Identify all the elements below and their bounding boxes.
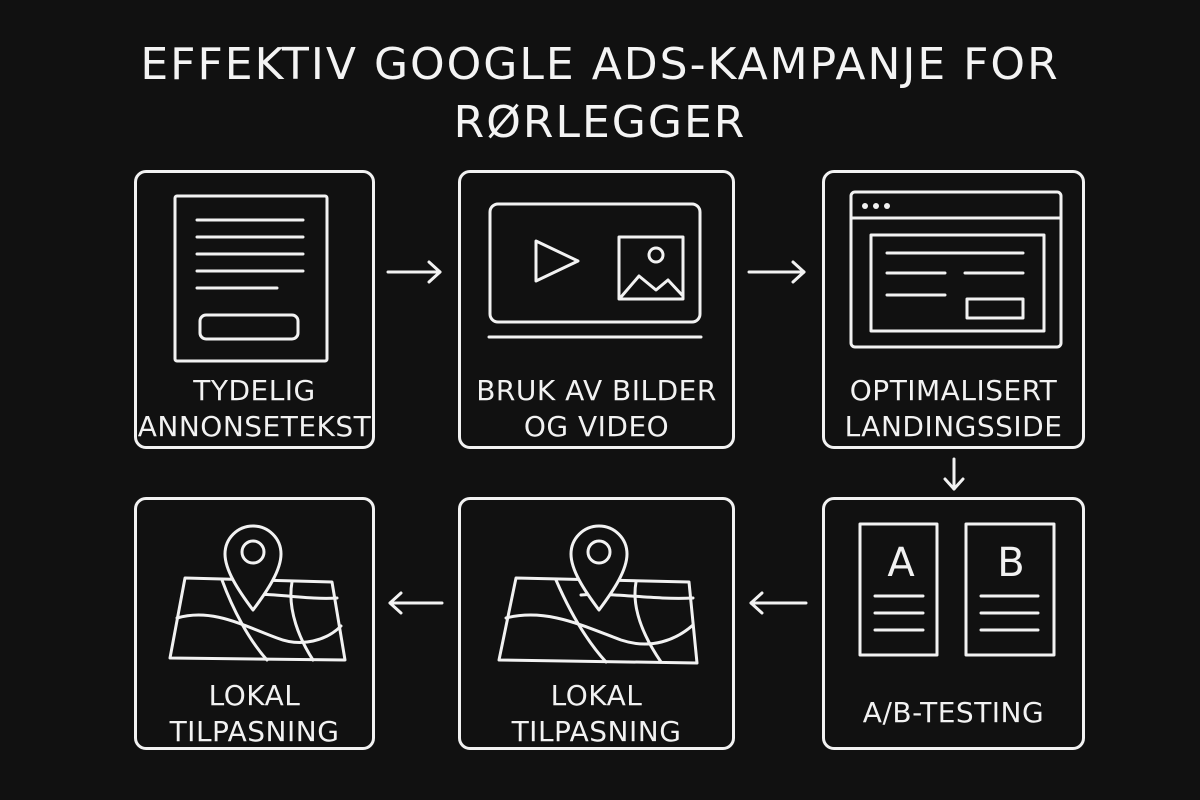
step-label: OPTIMALISERT LANDINGSSIDE (844, 374, 1063, 443)
step-card-ad-text: TYDELIG ANNONSETEKST (134, 170, 375, 449)
step-label: LOKAL TILPASNING (169, 679, 340, 748)
video-image-media-icon (487, 202, 703, 339)
step-card-local-middle: LOKAL TILPASNING (458, 497, 735, 750)
variant-a-letter: A (887, 540, 915, 586)
map-pin-icon (497, 524, 699, 665)
step-card-media: BRUK AV BILDER OG VIDEO (458, 170, 735, 449)
step-card-ab-testing: A B A/B-TESTING (822, 497, 1085, 750)
title-line-1: EFFEKTIV GOOGLE ADS-KAMPANJE FOR (140, 39, 1060, 90)
title-line-2: RØRLEGGER (453, 97, 747, 148)
step-label: A/B-TESTING (862, 696, 1045, 729)
arrow-right-icon (386, 260, 442, 284)
step-label: TYDELIG ANNONSETEKST (137, 374, 372, 443)
arrow-right-icon (747, 260, 806, 284)
arrow-left-icon (749, 591, 808, 615)
step-card-local-left: LOKAL TILPASNING (134, 497, 375, 750)
variant-b-letter: B (997, 540, 1024, 586)
ab-documents-icon: A B (858, 522, 1056, 657)
browser-landing-page-icon (849, 190, 1063, 349)
arrow-left-icon (388, 591, 444, 615)
diagram-title: EFFEKTIV GOOGLE ADS-KAMPANJE FOR RØRLEGG… (0, 36, 1200, 152)
step-card-landing-page: OPTIMALISERT LANDINGSSIDE (822, 170, 1085, 449)
step-label: LOKAL TILPASNING (511, 679, 682, 748)
map-pin-icon (168, 524, 347, 662)
arrow-down-icon (943, 457, 965, 491)
step-label: BRUK AV BILDER OG VIDEO (476, 374, 717, 443)
ad-text-document-icon (173, 194, 329, 363)
